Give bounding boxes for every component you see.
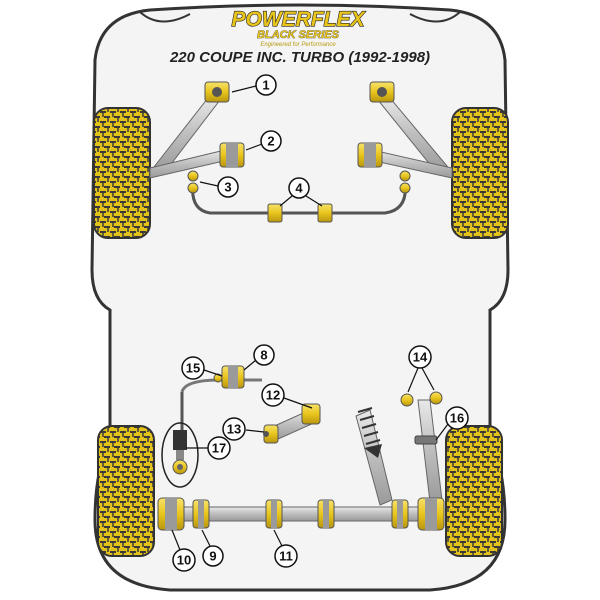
rear-arm-12-13 xyxy=(263,403,321,444)
callout-14: 14 xyxy=(408,345,432,369)
diagram-title: 220 COUPE INC. TURBO (1992-1998) xyxy=(169,49,430,66)
wheel-rear-left xyxy=(97,425,155,557)
svg-text:15: 15 xyxy=(186,361,200,376)
svg-text:11: 11 xyxy=(279,549,293,564)
callout-17: 17 xyxy=(207,436,231,460)
bush-rear-beam-9 xyxy=(192,499,210,529)
svg-text:Engineered for Performance: Engineered for Performance xyxy=(260,42,336,48)
callout-12: 12 xyxy=(261,383,285,407)
svg-text:14: 14 xyxy=(413,350,428,365)
svg-text:9: 9 xyxy=(209,549,216,564)
arb-droplink-bush-right xyxy=(399,170,411,194)
arb-mount-bush-left xyxy=(267,203,283,223)
callout-16: 16 xyxy=(445,406,469,430)
bush-rear-beam-right-outer xyxy=(417,497,445,531)
svg-text:8: 8 xyxy=(260,348,267,363)
bush-rear-beam-11 xyxy=(265,499,283,529)
bush-rear-beam-right-mid xyxy=(391,499,409,529)
svg-text:3: 3 xyxy=(224,180,231,195)
callout-11: 11 xyxy=(274,544,298,568)
wheel-front-right xyxy=(451,107,509,239)
svg-text:10: 10 xyxy=(177,553,191,568)
callout-15: 15 xyxy=(181,356,205,380)
highlight-ellipse-17 xyxy=(161,422,199,488)
svg-text:1: 1 xyxy=(262,78,269,93)
headlight-right xyxy=(409,11,461,23)
front-anti-roll-bar xyxy=(191,182,407,215)
svg-text:4: 4 xyxy=(295,181,303,196)
svg-text:BLACK SERIES: BLACK SERIES xyxy=(257,29,340,41)
svg-text:2: 2 xyxy=(267,134,274,149)
wheel-front-left xyxy=(93,107,151,239)
bush-front-upper-right xyxy=(369,81,395,103)
rear-link-17 xyxy=(172,430,188,475)
svg-text:16: 16 xyxy=(450,411,464,426)
svg-text:17: 17 xyxy=(212,441,226,456)
callout-1: 1 xyxy=(255,74,277,96)
rear-shock-absorber xyxy=(355,407,393,506)
bush-front-lower-right xyxy=(357,142,383,168)
arb-mount-bush-right xyxy=(317,203,333,223)
svg-text:POWERFLEX: POWERFLEX xyxy=(231,8,366,31)
callout-4: 4 xyxy=(288,177,310,199)
brand-logo: POWERFLEX BLACK SERIES Engineered for Pe… xyxy=(231,7,367,48)
callout-9: 9 xyxy=(202,545,224,567)
svg-text:12: 12 xyxy=(266,388,280,403)
wheel-rear-right xyxy=(445,425,503,557)
callout-2: 2 xyxy=(260,130,282,152)
arb-droplink-bush-left xyxy=(187,170,199,194)
bush-front-lower-left xyxy=(219,142,245,168)
bush-rear-beam-10 xyxy=(157,497,185,531)
bush-rear-beam-right-inner xyxy=(317,499,335,529)
callout-13: 13 xyxy=(222,417,246,441)
bush-front-upper-left xyxy=(204,81,230,103)
front-wishbone-right xyxy=(369,97,454,179)
callout-10: 10 xyxy=(172,548,196,572)
headlight-left xyxy=(139,11,191,23)
svg-text:13: 13 xyxy=(227,422,241,437)
callout-3: 3 xyxy=(217,176,239,198)
callout-8: 8 xyxy=(253,344,275,366)
